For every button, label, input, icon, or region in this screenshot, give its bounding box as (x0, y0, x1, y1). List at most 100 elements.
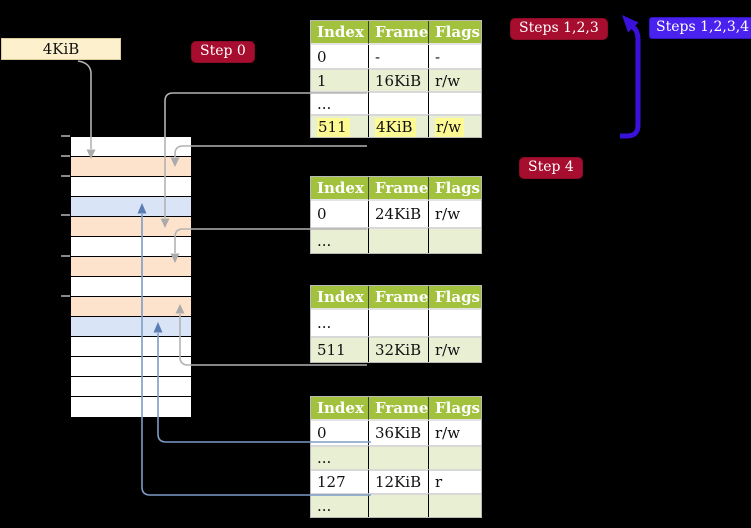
memory-frame-peach (71, 297, 191, 317)
highlighted-value: r/w (435, 117, 465, 137)
table-cell: ... (311, 445, 368, 469)
memory-frame-white (71, 277, 191, 297)
table-cell: r/w (428, 114, 481, 137)
table-cell: 0 (311, 421, 368, 445)
table-cell (428, 310, 481, 336)
column-header: Index (311, 397, 368, 421)
table-row: ... (311, 91, 481, 114)
table-cell: 36KiB (368, 421, 428, 445)
table-cell: - (368, 45, 428, 68)
table-cell: r/w (428, 421, 481, 445)
badge-steps-1-2-3-4: Steps 1,2,3,4 (649, 17, 751, 39)
memory-frame-white (71, 237, 191, 257)
table-row: ... (311, 445, 481, 469)
memory-frame-blue (71, 197, 191, 217)
column-header: Index (311, 21, 368, 45)
loop-arrow-arrowhead (622, 15, 639, 33)
strip-tick (61, 255, 70, 257)
table-row: ... (311, 493, 481, 517)
table-cell (428, 445, 481, 469)
page-size-label: 4KiB (1, 38, 121, 60)
table-row: 0-- (311, 45, 481, 68)
table-cell: 511 (311, 336, 368, 362)
table-cell (368, 227, 428, 253)
table-cell (428, 493, 481, 517)
memory-strip (70, 136, 192, 418)
strip-tick (61, 214, 70, 216)
highlighted-value: 4KiB (375, 117, 416, 137)
column-header: Frame (368, 286, 428, 310)
column-header: Frame (368, 21, 428, 45)
table-cell (428, 227, 481, 253)
memory-frame-peach (71, 157, 191, 177)
table-row: 511 4KiB r/w (311, 114, 481, 137)
table-cell: ... (311, 91, 368, 114)
column-header: Flags (428, 397, 481, 421)
table-cell: 511 (311, 114, 368, 137)
column-header: Flags (428, 21, 481, 45)
badge-steps-1-2-3: Steps 1,2,3 (510, 18, 608, 40)
strip-tick (61, 135, 70, 137)
table-cell: ... (311, 493, 368, 517)
loop-arrow-steps (620, 23, 641, 139)
table-cell: 127 (311, 469, 368, 493)
table-cell: 0 (311, 201, 368, 227)
highlighted-value: 511 (317, 117, 350, 137)
table-cell (368, 493, 428, 517)
memory-frame-white (71, 337, 191, 357)
memory-frame-white (71, 357, 191, 377)
table-row: ... (311, 310, 481, 336)
memory-frame-white (71, 177, 191, 197)
table-cell: 12KiB (368, 469, 428, 493)
column-header: Flags (428, 177, 481, 201)
column-header: Flags (428, 286, 481, 310)
column-header: Index (311, 177, 368, 201)
memory-frame-peach (71, 217, 191, 237)
connector-table1-row511-to-frame (174, 145, 367, 157)
column-header: Index (311, 286, 368, 310)
memory-frame-white (71, 397, 191, 417)
badge-step-4: Step 4 (519, 157, 583, 179)
memory-frame-white (71, 377, 191, 397)
badge-step-0: Step 0 (191, 41, 255, 63)
memory-frame-white (71, 137, 191, 157)
strip-tick (61, 295, 70, 297)
column-header: Frame (368, 397, 428, 421)
table-cell: r/w (428, 201, 481, 227)
table-cell: r/w (428, 336, 481, 362)
table-cell: 32KiB (368, 336, 428, 362)
table-row: ... (311, 227, 481, 253)
column-header: Frame (368, 177, 428, 201)
table-cell: ... (311, 310, 368, 336)
table-cell: 0 (311, 45, 368, 68)
table-cell: 4KiB (368, 114, 428, 137)
table-cell (428, 91, 481, 114)
strip-tick (61, 175, 70, 177)
memory-frame-peach (71, 257, 191, 277)
table-cell: 24KiB (368, 201, 428, 227)
table-cell: r (428, 469, 481, 493)
table-cell: 1 (311, 68, 368, 91)
table-cell (368, 91, 428, 114)
table-cell (368, 445, 428, 469)
memory-frame-blue (71, 317, 191, 337)
strip-tick (61, 155, 70, 157)
table-cell: 16KiB (368, 68, 428, 91)
table-cell (368, 310, 428, 336)
table-cell: ... (311, 227, 368, 253)
table-cell: - (428, 45, 481, 68)
